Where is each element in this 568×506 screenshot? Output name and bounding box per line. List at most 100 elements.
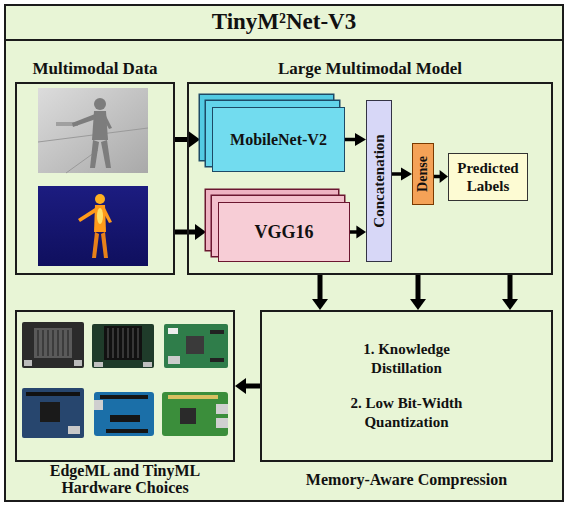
arrow-connector [434, 170, 448, 183]
arrow-connector [410, 275, 426, 310]
arrow-connector [175, 224, 206, 240]
arrow-connector [345, 133, 366, 146]
hardware-board [164, 324, 228, 368]
hardware-board [162, 392, 228, 436]
hardware-board [180, 408, 196, 424]
hardware-board [34, 328, 72, 358]
hardware-panel: EdgeML and TinyML Hardware Choices [15, 310, 235, 462]
layer-bar: Concatenation [366, 100, 392, 262]
hardware-board [22, 322, 84, 368]
arrow-head [440, 170, 448, 183]
hardware-board [210, 330, 224, 334]
arrow-head [195, 224, 206, 240]
block-label: MobileNet-V2 [230, 131, 327, 149]
arrow-head [502, 299, 518, 310]
hardware-board [26, 392, 80, 396]
panel-heading: Large Multimodal Model [169, 59, 568, 79]
hardware-board [92, 324, 154, 368]
block-label: VGG16 [254, 223, 313, 241]
arrow-connector [392, 168, 412, 181]
hardware-board [143, 362, 152, 367]
hardware-board [94, 400, 103, 410]
hardware-board [40, 402, 60, 422]
layer-bar: Dense [412, 143, 434, 205]
outer-frame [5, 39, 563, 41]
hardware-board [94, 362, 103, 367]
hardware-board [74, 360, 82, 366]
arrow-line [508, 275, 513, 300]
arrow-head [355, 133, 366, 146]
arrow-connector [350, 226, 366, 239]
depth-image [38, 88, 148, 173]
text-holder: 1. Knowledge Distillation 2. Low Bit-Widt… [262, 312, 551, 460]
compression-panel: 1. Knowledge Distillation 2. Low Bit-Widt… [260, 310, 553, 462]
arrow-head [401, 168, 412, 181]
model-panel: Large Multimodal ModelMobileNet-V2VGG16C… [187, 82, 553, 275]
hardware-board [22, 388, 84, 438]
thermal-image [78, 208, 96, 222]
hardware-board [100, 395, 148, 399]
hardware-board [168, 395, 218, 399]
hardware-board [110, 415, 140, 422]
depth-image [94, 98, 106, 110]
hardware-board [24, 360, 32, 366]
arrow-head [235, 378, 246, 394]
diagram-title: TinyM²Net-V3 [0, 9, 568, 35]
depth-image [90, 140, 99, 168]
arrow-head [312, 299, 328, 310]
hardware-board [186, 336, 204, 354]
depth-image [103, 114, 112, 129]
arrow-connector [502, 275, 518, 310]
thermal-image [103, 208, 112, 223]
outer-frame [5, 5, 563, 501]
hardware-board [168, 356, 180, 364]
hardware-board [168, 328, 178, 334]
thermal-image [94, 205, 106, 232]
hardware-board [210, 358, 224, 362]
step-text: 2. Low Bit-Width Quantization [327, 394, 487, 432]
arrow-line [350, 230, 357, 234]
arrow-head [410, 299, 426, 310]
hardware-board [22, 322, 84, 368]
panel-heading: Memory-Aware Compression [252, 470, 561, 490]
arrow-line [416, 275, 421, 300]
hardware-board [106, 429, 148, 433]
arrow-head [356, 226, 366, 239]
depth-image [38, 88, 148, 173]
thermal-image [92, 232, 99, 258]
arrow-line [175, 230, 196, 235]
thermal-image [38, 186, 148, 266]
step-text: 1. Knowledge Distillation [327, 340, 487, 378]
hardware-board [216, 404, 228, 414]
layer-label: Concatenation [370, 134, 388, 227]
hardware-board [94, 392, 154, 436]
hardware-board [94, 392, 154, 436]
hardware-board [164, 324, 228, 368]
arrow-line [345, 138, 356, 142]
hardware-board [22, 388, 84, 438]
thermal-image [101, 232, 108, 258]
thermal-image [95, 194, 105, 204]
text-holder: MobileNet-V2 [213, 108, 344, 171]
network-block: MobileNet-V2 [212, 107, 345, 172]
arrow-head [189, 132, 200, 148]
hardware-board [68, 426, 80, 434]
text-holder: VGG16 [219, 203, 349, 261]
thermal-image [38, 186, 148, 266]
depth-image [72, 114, 96, 127]
depth-image [101, 140, 111, 168]
input-panel: Multimodal Data [15, 82, 175, 275]
arrow-line [318, 275, 323, 300]
text-holder: Predicted Labels [449, 154, 527, 200]
hardware-board [162, 392, 228, 436]
hardware-board [216, 418, 228, 428]
arrow-connector [312, 275, 328, 310]
hardware-board [92, 324, 154, 368]
panel-heading: Multimodal Data [0, 59, 193, 79]
block-label: Predicted Labels [455, 159, 521, 195]
layer-label: Dense [415, 156, 431, 192]
output-box: Predicted Labels [448, 153, 528, 201]
hardware-board [104, 326, 142, 360]
hardware-board [108, 328, 138, 358]
